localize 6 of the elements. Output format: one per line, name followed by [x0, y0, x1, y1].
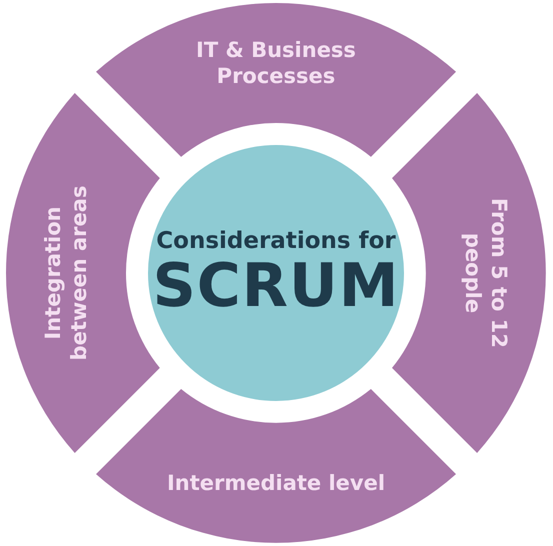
segment-label: Integration between areas: [40, 184, 92, 362]
title-text: SCRUM: [152, 254, 400, 318]
segment-label: Intermediate level: [166, 470, 386, 497]
subtitle-text: Considerations for: [156, 228, 396, 254]
segment-label: IT & Business Processes: [195, 37, 357, 89]
segment-label: From 5 to 12 people: [460, 197, 512, 350]
